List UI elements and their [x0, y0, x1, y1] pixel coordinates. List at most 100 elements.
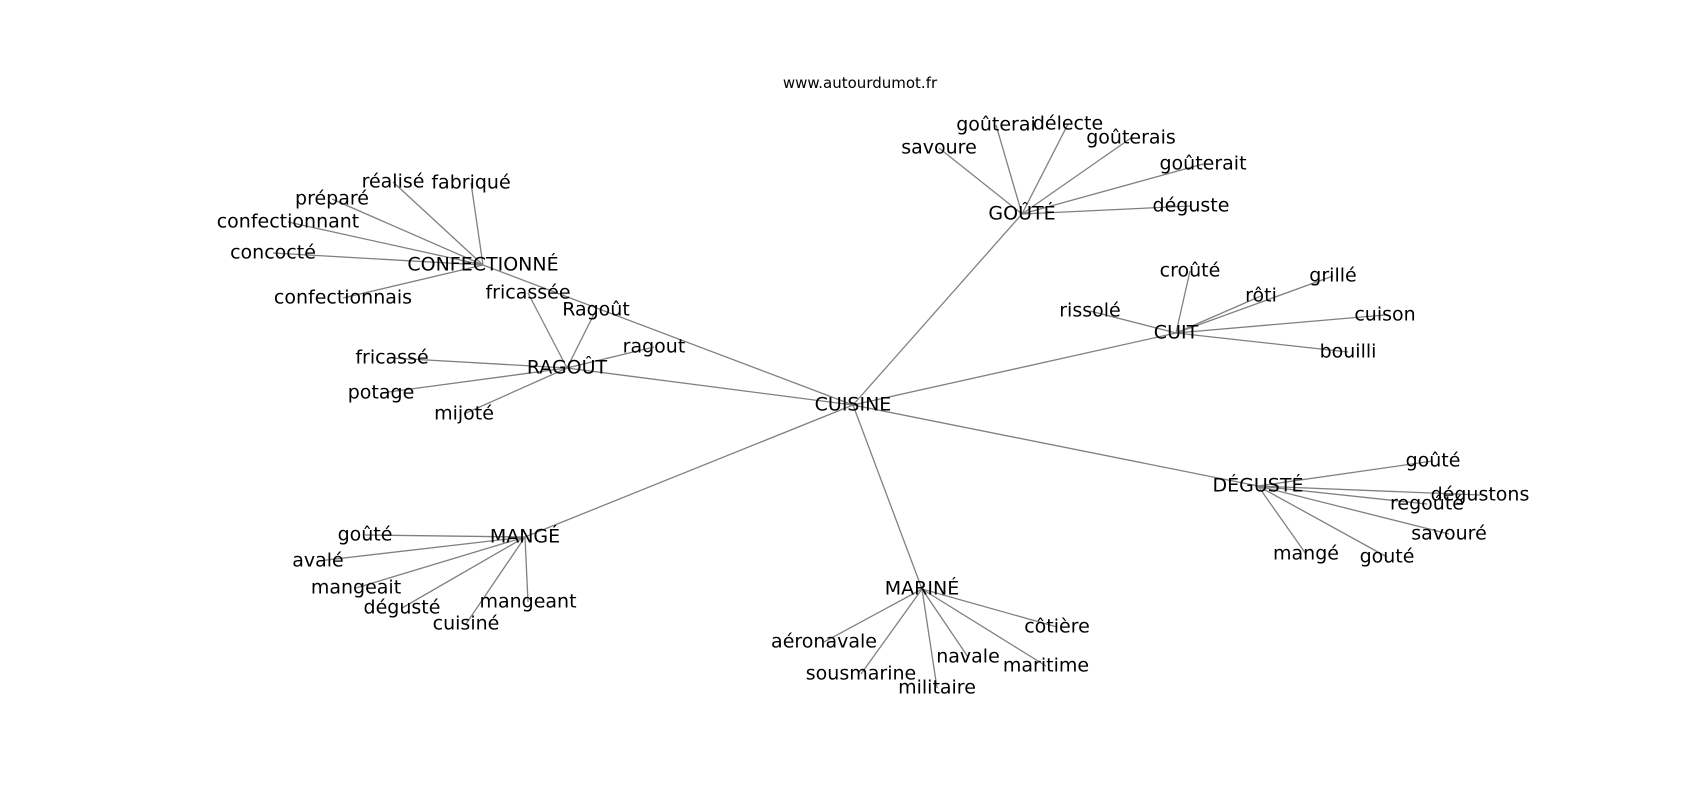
leaf-node: déguste — [1153, 195, 1230, 217]
leaf-edge — [1175, 270, 1191, 334]
center-edge — [524, 404, 854, 538]
leaf-node: fricassé — [355, 347, 428, 369]
leaf-node: mangé — [1273, 543, 1339, 565]
leaf-node: rôti — [1245, 285, 1277, 307]
leaf-edge — [470, 182, 484, 266]
hub-node: DÉGUSTÉ — [1213, 474, 1304, 497]
center-node: CUISINE — [815, 394, 892, 416]
graph-edges — [272, 123, 1481, 689]
hub-node: MARINÉ — [885, 577, 959, 600]
leaf-node: concocté — [230, 242, 316, 264]
leaf-node: sousmarine — [806, 663, 916, 685]
leaf-edge — [938, 147, 1023, 215]
leaf-edge — [1021, 123, 1069, 215]
leaf-edge — [1257, 485, 1388, 558]
leaf-node: savoure — [901, 137, 977, 159]
leaf-edge — [364, 534, 526, 538]
hub-node: RAGOÛT — [527, 355, 608, 379]
center-edge — [852, 213, 1023, 406]
leaf-edge — [921, 588, 938, 689]
leaf-edge — [1089, 310, 1177, 334]
leaf-node: aéronavale — [771, 631, 877, 653]
center-edge — [566, 367, 854, 406]
leaf-node: goûterai — [956, 114, 1036, 136]
leaf-node: rissolé — [1059, 300, 1120, 322]
leaf-edge — [1175, 295, 1262, 334]
leaf-node: goûté — [1406, 450, 1461, 472]
center-edge — [852, 404, 1259, 487]
leaf-node: mangeant — [479, 591, 576, 613]
leaf-edge — [1021, 163, 1204, 215]
leaf-node: cuison — [1354, 304, 1415, 326]
leaf-edge — [1175, 314, 1386, 334]
leaf-node: goûté — [338, 524, 393, 546]
leaf-edge — [465, 536, 526, 625]
leaf-edge — [272, 252, 484, 266]
leaf-node: cuisiné — [433, 613, 500, 635]
leaf-node: confectionnais — [274, 287, 412, 309]
leaf-edge — [1257, 485, 1481, 496]
leaf-node: potage — [348, 382, 415, 404]
leaf-node: fricassée — [485, 282, 570, 304]
leaf-node: réalisé — [362, 171, 425, 193]
leaf-node: militaire — [898, 677, 976, 699]
leaf-edge — [566, 346, 655, 369]
leaf-node: maritime — [1003, 655, 1089, 677]
leaf-node: préparé — [295, 188, 369, 210]
leaf-edge — [317, 536, 526, 562]
leaf-edge — [1175, 332, 1349, 353]
center-edge — [482, 264, 854, 406]
leaf-node: dégustons — [1431, 484, 1530, 506]
leaf-node: gouté — [1360, 546, 1415, 568]
leaf-edge — [566, 309, 597, 369]
leaf-edge — [527, 292, 568, 369]
leaf-edge — [1257, 460, 1434, 487]
leaf-edge — [391, 357, 568, 369]
leaf-edge — [463, 367, 568, 415]
leaf-edge — [1257, 485, 1450, 535]
leaf-node: Ragoût — [562, 299, 630, 321]
leaf-edge — [355, 536, 526, 589]
leaf-node: dégusté — [364, 597, 441, 619]
leaf-node: ragout — [623, 336, 686, 358]
leaf-node: goûterait — [1159, 153, 1246, 175]
leaf-node: avalé — [292, 550, 344, 572]
leaf-edge — [1257, 485, 1428, 505]
leaf-node: fabriqué — [431, 172, 510, 194]
hub-node: GOÛTÉ — [988, 201, 1055, 225]
center-edge — [852, 332, 1177, 406]
leaf-node: regoûté — [1390, 493, 1464, 515]
leaf-edge — [1257, 485, 1307, 555]
leaf-node: côtière — [1024, 616, 1090, 638]
leaf-node: savouré — [1411, 523, 1487, 545]
leaf-node: confectionnant — [217, 211, 360, 233]
leaf-node: mangeait — [311, 577, 401, 599]
leaf-node: grillé — [1309, 265, 1356, 287]
hub-node: CUIT — [1154, 322, 1199, 344]
leaf-node: croûté — [1160, 260, 1221, 282]
leaf-node: bouilli — [1320, 341, 1377, 363]
leaf-edge — [1021, 205, 1192, 215]
leaf-edge — [524, 536, 529, 603]
leaf-edge — [380, 367, 568, 394]
leaf-node: mijoté — [434, 403, 494, 425]
leaf-edge — [1021, 137, 1132, 215]
leaf-edge — [331, 198, 484, 266]
leaf-edge — [921, 588, 1058, 628]
leaf-edge — [921, 588, 1047, 667]
leaf-edge — [401, 536, 526, 609]
graph-labels: www.autourdumot.fr CUISINECONFECTIONNÉré… — [217, 74, 1530, 699]
leaf-edge — [287, 221, 484, 266]
hub-node: MANGÉ — [490, 525, 560, 548]
leaf-node: goûterais — [1086, 127, 1176, 149]
leaf-node: délecte — [1033, 113, 1103, 135]
leaf-edge — [995, 124, 1023, 215]
leaf-edge — [921, 588, 969, 658]
leaf-edge — [392, 181, 484, 266]
leaf-edge — [823, 588, 923, 643]
leaf-edge — [342, 264, 484, 299]
center-edge — [852, 404, 923, 590]
leaf-edge — [860, 588, 923, 675]
hub-node: CONFECTIONNÉ — [407, 253, 558, 276]
